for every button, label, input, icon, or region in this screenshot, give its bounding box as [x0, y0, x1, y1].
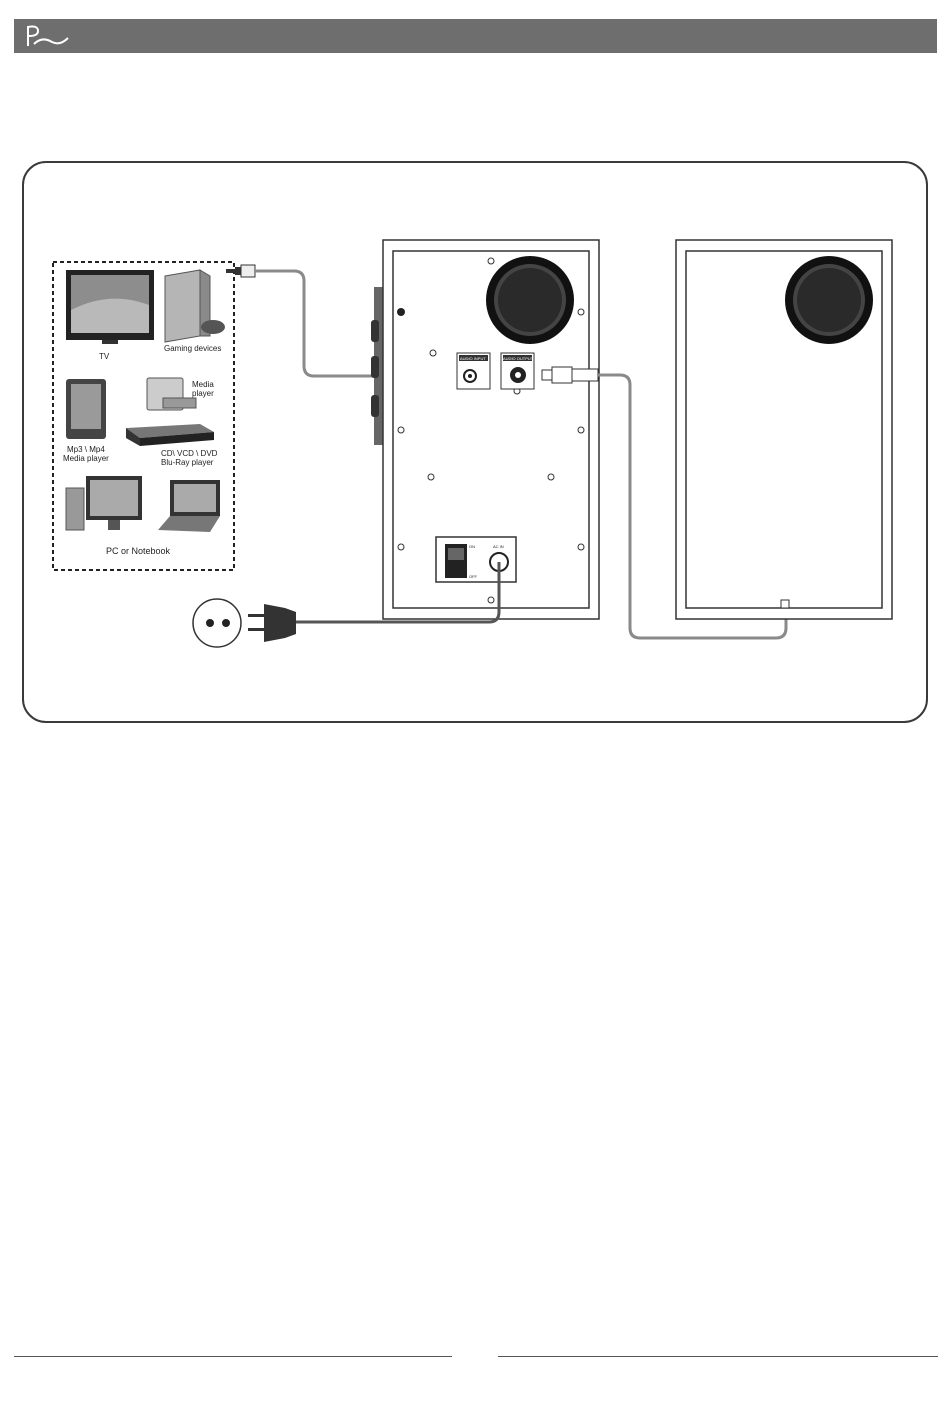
audio-output-label: AUDIO OUTPUT [503, 356, 534, 361]
power-plug-icon [248, 604, 296, 642]
mp3-player-device [66, 379, 106, 439]
pc-label: PC or Notebook [106, 546, 171, 556]
mp3-label-1: Mp3 \ Mp4 [67, 445, 105, 454]
footer-divider-left [14, 1356, 452, 1357]
dvd-player-device [126, 424, 214, 446]
cd-label-1: CD\ VCD \ DVD [161, 449, 218, 458]
audio-input-label: AUDIO INPUT [460, 356, 486, 361]
pc-notebook-device [66, 476, 220, 532]
media-player-label-2: player [192, 389, 214, 398]
wall-socket-icon [193, 599, 241, 647]
active-speaker-rear [371, 240, 599, 619]
connection-diagram: TV Gaming devices Media player Mp3 \ Mp4… [0, 0, 950, 760]
footer-divider-right [498, 1356, 938, 1357]
ac-in-label: AC IN [493, 544, 504, 549]
switch-off-label: OFF [469, 574, 478, 579]
tv-device [66, 270, 154, 344]
gaming-label: Gaming devices [164, 344, 221, 353]
cd-label-2: Blu-Ray player [161, 458, 214, 467]
gaming-device [165, 270, 225, 342]
tv-label: TV [99, 352, 110, 361]
mp3-label-2: Media player [63, 454, 109, 463]
switch-on-label: ON [469, 544, 475, 549]
media-player-device [147, 378, 196, 410]
passive-speaker-rear [676, 240, 892, 619]
media-player-label-1: Media [192, 380, 214, 389]
mini-jack-icon [226, 265, 255, 277]
